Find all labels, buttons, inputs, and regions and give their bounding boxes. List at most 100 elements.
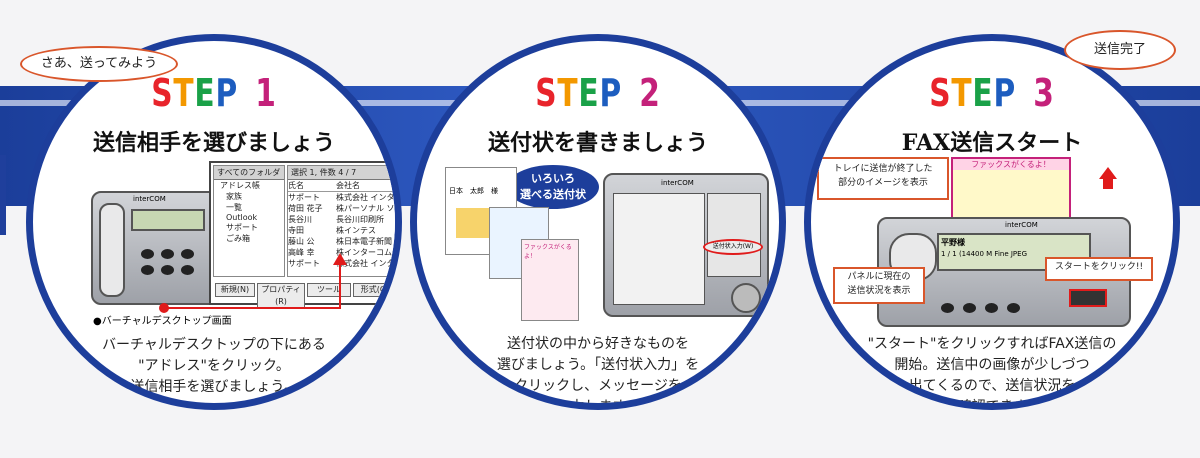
callout-line: パネルに現在の [847,272,911,282]
contact-name: 寺田 [288,226,304,235]
address-click-point[interactable] [159,303,169,313]
fax-lcd: 平野様 1 / 1 (14400 M Fine JPEG [937,233,1091,271]
up-arrow-stem [1103,179,1113,189]
contact-rows: サポート株式会社 インタ荷田 花子株パーソナル ソ長谷川長谷川印刷所寺田株インテ… [288,192,395,269]
doc-addressee: 日本 太郎 様 [449,187,498,195]
step-letter-t: T [557,71,579,115]
folder-item[interactable]: Outlook [226,213,258,222]
step-2-description: 送付状の中から好きなものを 選びましょう。「送付状入力」を クリックし、メッセー… [417,334,779,410]
table-row[interactable]: 高峰 幸 株インターコム [288,247,395,258]
contact-company: 株式会社 インタ [336,259,395,268]
fax-machine: interCOM 送付状入力(W) [603,173,769,317]
address-arrow-icon [339,261,341,309]
contact-company: 株式会社 インタ [336,193,395,202]
dial-knob[interactable] [731,283,761,313]
folder-item[interactable]: サポート [226,223,258,232]
table-row[interactable]: 長谷川長谷川印刷所 [288,214,395,225]
start-button[interactable] [1069,289,1107,307]
step-letter-s: S [535,71,558,115]
table-row[interactable]: 荷田 花子株パーソナル ソ [288,203,395,214]
desc-line: 送付状の中から好きなものを [507,336,689,352]
format-button[interactable]: 形式(G) [353,283,395,297]
keypad-key [141,249,154,259]
arrow-head-icon [333,253,347,265]
cover-sheet-input-button[interactable]: 送付状入力(W) [703,239,763,255]
column-company[interactable]: 会社名 [336,181,360,190]
step-2-circle: STEP 2 送付状を書きましょう いろいろ 選べる送付状 日本 太郎 様 ファ… [410,34,786,410]
contact-company: 長谷川印刷所 [336,215,384,224]
contact-company: 株パーソナル ソ [336,204,395,213]
step-2-number: 2 [639,71,661,115]
fax-brand: interCOM [133,195,166,203]
step-2-heading: STEP 2 [457,71,739,115]
step-letter-p: P [599,71,622,115]
up-arrow-icon [1099,167,1117,179]
desc-line: クリックし、メッセージを [514,378,682,394]
new-button[interactable]: 新規(N) [215,283,255,297]
keypad-key [985,303,998,313]
step-3-description: "スタート"をクリックすればFAX送信の 開始。送信中の画像が少しづつ 出てくる… [811,334,1173,410]
table-row[interactable]: 寺田株インテス [288,225,395,236]
desc-line: 出てくるので、送信状況を [908,378,1076,394]
left-edge-bar [0,155,6,235]
table-row[interactable]: 藤山 公 株日本電子新聞 [288,236,395,247]
step-2-title: 送付状を書きましょう [487,130,708,156]
badge-line: いろいろ [531,172,575,185]
paper-title: ファックスがくるよ！ [953,159,1069,170]
tray-callout: トレイに送信が終了した 部分のイメージを表示 [817,157,949,200]
step-1-title: 送信相手を選びましょう [92,130,335,156]
step-letter-e: E [972,71,994,115]
desc-line: 送信相手を選びましょう。 [130,379,298,395]
desc-line: "スタート"をクリックすればFAX送信の [867,336,1117,352]
contact-company: 株インターコム [336,248,392,257]
contact-name: 藤山 公 [288,237,315,246]
folder-item[interactable]: 家族 [226,192,242,201]
keypad-key [161,249,174,259]
contact-name: 高峰 幸 [288,248,315,257]
step-letter-e: E [578,71,600,115]
badge-line: 選べる送付状 [520,188,586,201]
desc-line: 開始。送信中の画像が少しづつ [894,357,1090,373]
keypad-key [141,265,154,275]
table-row[interactable]: サポート株式会社 インタ [288,258,395,269]
desc-line: 選びましょう。「送付状入力」を [496,357,700,373]
properties-button[interactable]: プロパティ(R) [257,283,305,309]
contact-company: 株日本電子新聞 [336,237,392,246]
desc-line: バーチャルデスクトップの下にある [102,337,326,353]
keypad-key [963,303,976,313]
start-callout: スタートをクリック!! [1045,257,1153,281]
step-letter-s: S [151,71,174,115]
desc-line: 目で確認できます。 [929,399,1055,410]
step-1-description: バーチャルデスクトップの下にある "アドレス"をクリック。 送信相手を選びましょ… [33,335,395,398]
folder-header: すべてのフォルダ [214,166,284,180]
step-letter-s: S [929,71,952,115]
step-1-circle: STEP 1 送信相手を選びましょう interCOM すべてのフォルダ アドレ… [26,34,402,410]
lcd-status: 1 / 1 (14400 M Fine JPEG [941,250,1027,258]
keypad-key [161,265,174,275]
lets-send-bubble: さあ、送ってみよう [20,46,178,82]
folder-item[interactable]: アドレス帳 [220,181,260,190]
list-header: 選択 1, 件数 4 / 7 [288,166,395,180]
table-row[interactable]: サポート株式会社 インタ [288,192,395,203]
side-panel [707,193,761,277]
keypad-key [1007,303,1020,313]
keypad-key [181,265,194,275]
step-3-number: 3 [1033,71,1055,115]
fax-machine: interCOM [91,191,225,305]
step-1-number: 1 [255,71,277,115]
tools-button[interactable]: ツール [307,283,351,297]
doc-caption: ファックスがくるよ！ [524,244,572,260]
step-letter-t: T [951,71,973,115]
cover-sheet-badge: いろいろ 選べる送付状 [507,165,599,209]
template-grid [613,193,705,305]
column-name[interactable]: 氏名 [288,181,304,190]
lcd-name: 平野様 [941,238,965,247]
desc-line: "アドレス"をクリック。 [138,358,290,374]
desc-line: 入力します。 [556,399,640,410]
cover-sheet-sample: ファックスがくるよ！ [521,239,579,321]
folder-item[interactable]: 一覧 [226,203,242,212]
step-1-heading: STEP 1 [73,71,355,115]
folder-item[interactable]: ごみ箱 [226,234,250,243]
fax-brand: interCOM [661,179,694,187]
arrow-line [165,307,341,309]
